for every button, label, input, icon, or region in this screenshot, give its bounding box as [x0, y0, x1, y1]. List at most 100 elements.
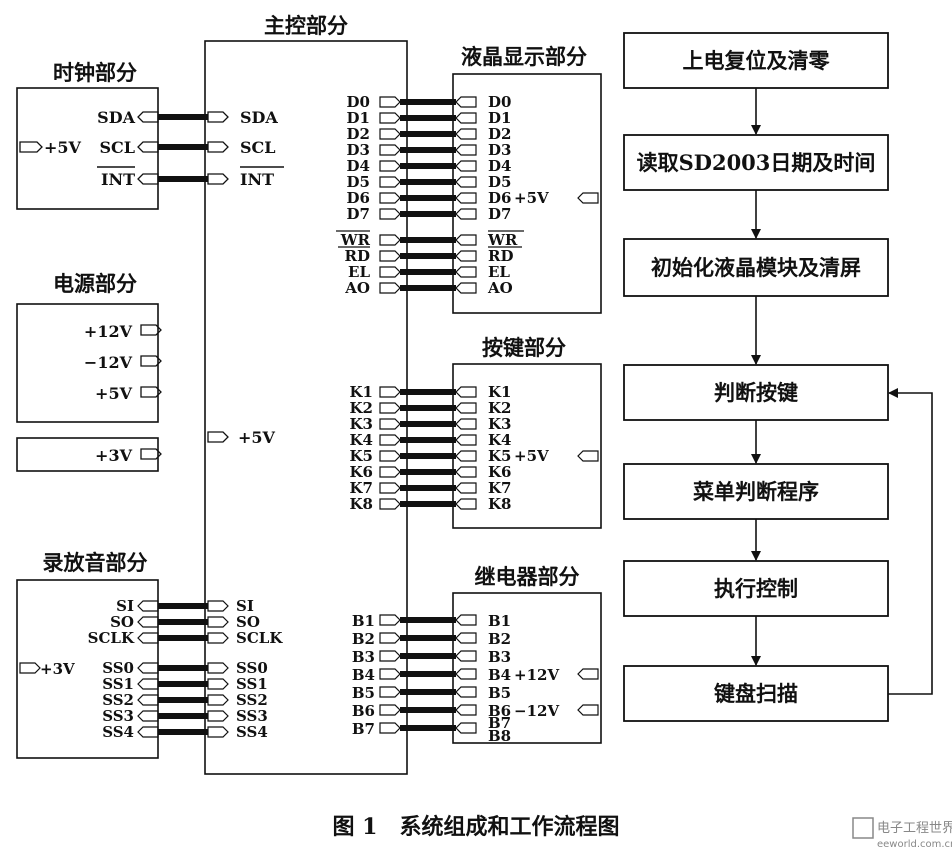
- power-block: 电源部分 +12V −12V +5V +3V: [16, 271, 162, 472]
- main-pin-k3: K3: [350, 415, 373, 433]
- lcd-pin-rd: RD: [488, 247, 513, 265]
- flow-step-scan: 键盘扫描: [714, 681, 798, 706]
- main-pin-ss3: SS3: [236, 707, 268, 725]
- key-pin-k2: K2: [488, 399, 511, 417]
- main-pin-b4: B4: [352, 666, 375, 684]
- main-pin-ss2: SS2: [236, 691, 268, 709]
- lcd-pin-d5: D5: [488, 173, 511, 191]
- main-pin-d6: D6: [347, 189, 370, 207]
- watermark-logo-icon: [852, 817, 874, 839]
- relay-pin-b2: B2: [488, 630, 511, 648]
- watermark: 电子工程世界 eeworld.com.cn: [852, 817, 952, 850]
- clock-pin-scl: SCL: [99, 138, 135, 157]
- main-pin-d0: D0: [347, 93, 370, 111]
- main-pin-b1: B1: [352, 612, 375, 630]
- main-clock-pins: SDA SCL INT: [207, 108, 284, 189]
- main-pin-sclk: SCLK: [236, 629, 283, 647]
- main-pin-d1: D1: [347, 109, 370, 127]
- main-pin-scl: SCL: [240, 138, 276, 157]
- main-pin-b5: B5: [352, 684, 375, 702]
- lcd-pin-d4: D4: [488, 157, 511, 175]
- key-pin-k1: K1: [488, 383, 511, 401]
- recorder-title: 录放音部分: [43, 550, 148, 575]
- key-pin-k3: K3: [488, 415, 511, 433]
- main-pin-ss1: SS1: [236, 675, 268, 693]
- flow-step-execute: 执行控制: [714, 576, 798, 601]
- lcd-pin-d0: D0: [488, 93, 511, 111]
- main-pin-b3: B3: [352, 648, 375, 666]
- recorder-pin-ss1: SS1: [102, 675, 134, 693]
- relay-supply-pos: +12V: [514, 666, 559, 684]
- main-recorder-pins: SI SO SCLK SS0 SS1 SS2 SS3 SS4: [207, 597, 283, 741]
- main-pin-d5: D5: [347, 173, 370, 191]
- main-pin-rd: RD: [345, 247, 370, 265]
- main-pin-d7: D7: [347, 205, 370, 223]
- main-pin-ss4: SS4: [236, 723, 268, 741]
- key-pin-k4: K4: [488, 431, 511, 449]
- relay-pin-b5: B5: [488, 684, 511, 702]
- clock-supply: +5V: [44, 138, 82, 157]
- main-control-title: 主控部分: [264, 13, 348, 38]
- main-pin-k1: K1: [350, 383, 373, 401]
- flow-step-read-clock: 读取SD2003日期及时间: [637, 150, 876, 175]
- recorder-pin-ss2: SS2: [102, 691, 134, 709]
- clock-title: 时钟部分: [53, 60, 137, 85]
- lcd-pin-d1: D1: [488, 109, 511, 127]
- key-pin-k5: K5: [488, 447, 511, 465]
- lcd-pin-wr: WR: [487, 231, 518, 249]
- keys-supply: +5V: [514, 447, 549, 465]
- flowchart: 上电复位及清零 读取SD2003日期及时间 初始化液晶模块及清屏 判断按键 菜单…: [623, 32, 933, 722]
- main-key-pins: K1 K2 K3 K4 K5 K6 K7 K8: [350, 383, 401, 513]
- recorder-pin-ss3: SS3: [102, 707, 134, 725]
- flow-step-check-keys: 判断按键: [714, 380, 798, 405]
- relay-pin-b4: B4: [488, 666, 511, 684]
- main-pin-ss0: SS0: [236, 659, 268, 677]
- main-pin-si: SI: [236, 597, 254, 615]
- relay-pin-b6: B6: [488, 702, 511, 720]
- lcd-pin-d3: D3: [488, 141, 511, 159]
- keys-block: 按键部分 K1 K2 K3 K4 K5 K6 K7 K8 +5V: [400, 335, 602, 529]
- main-pin-k7: K7: [350, 479, 373, 497]
- relay-title: 继电器部分: [475, 564, 580, 589]
- relay-pin-b8: B8: [488, 727, 511, 745]
- keys-title: 按键部分: [482, 335, 566, 360]
- clock-pin-sda: SDA: [97, 108, 135, 127]
- relay-supply-neg: −12V: [514, 702, 559, 720]
- main-pin-b6: B6: [352, 702, 375, 720]
- main-pin-so: SO: [236, 613, 260, 631]
- recorder-pin-ss4: SS4: [102, 723, 134, 741]
- power-title: 电源部分: [53, 271, 137, 296]
- main-pin-k8: K8: [350, 495, 373, 513]
- key-pin-k8: K8: [488, 495, 511, 513]
- key-pin-k6: K6: [488, 463, 511, 481]
- main-supply-label: +5V: [238, 428, 276, 447]
- relay-block: 继电器部分 B1 B2 B3 B4 B5 B6 B7 B8 +12V −12V: [400, 564, 602, 745]
- relay-pin-b1: B1: [488, 612, 511, 630]
- watermark-line2: eeworld.com.cn: [877, 839, 952, 850]
- power-out-pos5: +5V: [95, 384, 133, 403]
- main-pin-k5: K5: [350, 447, 373, 465]
- flow-step-reset: 上电复位及清零: [683, 48, 831, 73]
- main-lcd-pins: D0 D1 D2 D3 D4 D5 D6 D7 WR RD EL AO: [336, 93, 401, 297]
- recorder-supply: +3V: [40, 660, 75, 678]
- relay-pin-b7: B7: [488, 714, 511, 732]
- main-pin-ao: AO: [344, 279, 370, 297]
- main-pin-b7: B7: [352, 720, 375, 738]
- main-pin-d4: D4: [347, 157, 370, 175]
- recorder-pin-sclk: SCLK: [88, 629, 135, 647]
- main-control-block: 主控部分 SDA SCL INT +5V SI SO: [204, 13, 408, 775]
- key-pin-k7: K7: [488, 479, 511, 497]
- figure-caption: 图 1 系统组成和工作流程图: [333, 814, 620, 840]
- main-pin-int: INT: [240, 170, 274, 189]
- main-pin-k2: K2: [350, 399, 373, 417]
- lcd-pin-d2: D2: [488, 125, 511, 143]
- clock-block: 时钟部分 SDA SCL INT +5V: [16, 60, 208, 210]
- main-pin-k6: K6: [350, 463, 373, 481]
- recorder-block: 录放音部分 SI SO SCLK SS0 SS1 SS2 SS3 SS4 +3V: [16, 550, 208, 759]
- main-pin-d2: D2: [347, 125, 370, 143]
- main-relay-pins: B1 B2 B3 B4 B5 B6 B7: [352, 612, 401, 738]
- lcd-supply: +5V: [514, 189, 549, 207]
- main-pin-d3: D3: [347, 141, 370, 159]
- lcd-pin-d6: D6: [488, 189, 511, 207]
